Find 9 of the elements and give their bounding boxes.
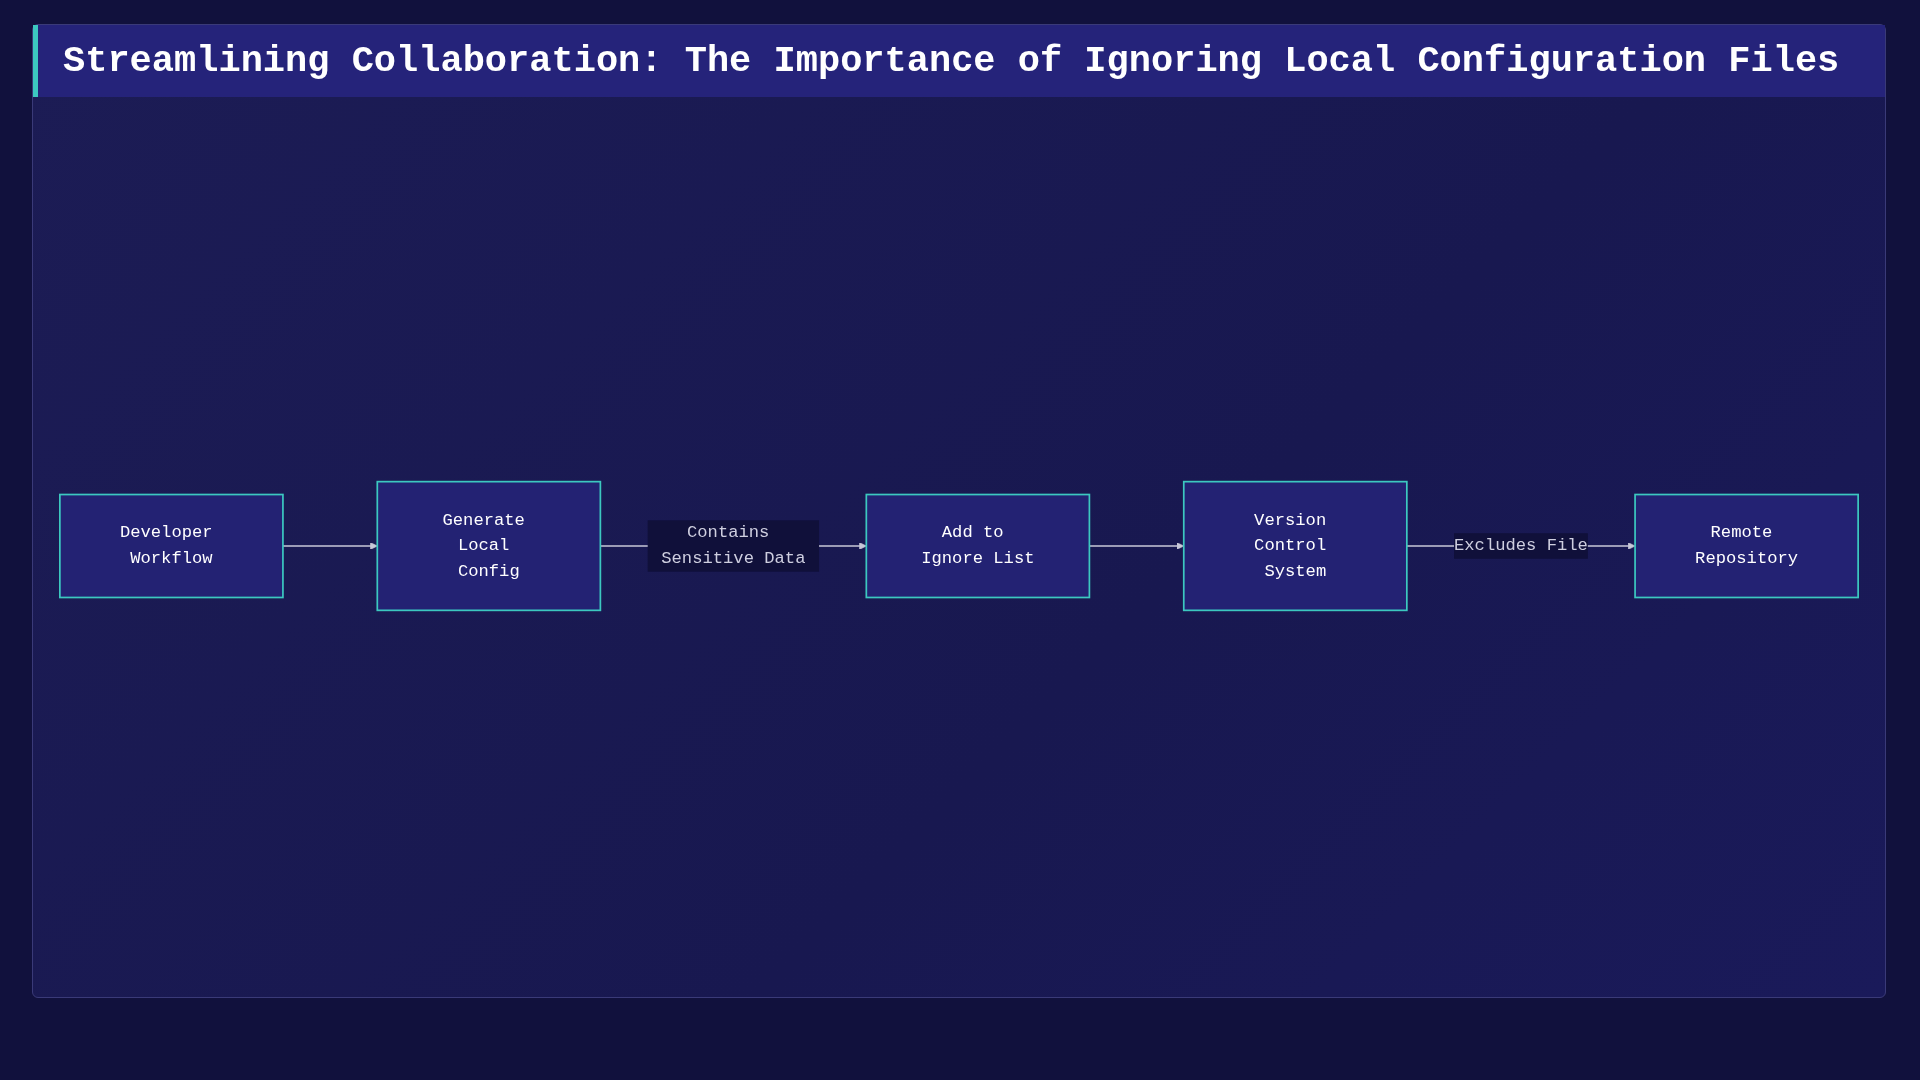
node-box: Add to Ignore List (865, 493, 1091, 599)
node-box: Remote Repository (1634, 493, 1859, 599)
node-box: Developer Workflow (59, 493, 284, 599)
arrow (282, 542, 378, 550)
node-box: Version Control System (1182, 480, 1408, 612)
diagram-title: Streamlining Collaboration: The Importance of Ignoring Local Configuration Files (63, 40, 1840, 82)
edge-label: Contains Sensitive Data (661, 522, 806, 569)
edge-label: Excludes File (1454, 535, 1588, 556)
node-box: Generate Local Config (376, 480, 602, 612)
